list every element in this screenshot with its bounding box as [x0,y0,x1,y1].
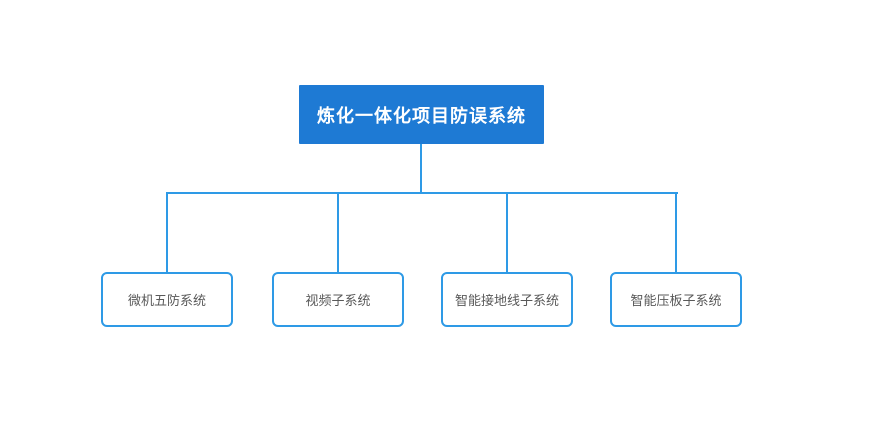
child-node-3[interactable]: 智能接地线子系统 [441,272,573,327]
child-node-4[interactable]: 智能压板子系统 [610,272,742,327]
connector-drop-3 [506,192,508,272]
root-node[interactable]: 炼化一体化项目防误系统 [299,85,544,144]
child-node-label: 智能压板子系统 [630,293,722,308]
child-node-label: 视频子系统 [305,293,371,308]
child-node-1[interactable]: 微机五防系统 [101,272,233,327]
child-node-2[interactable]: 视频子系统 [272,272,404,327]
child-node-label: 微机五防系统 [127,293,206,308]
connector-root-stem [420,144,422,194]
connector-drop-1 [166,192,168,272]
root-node-label: 炼化一体化项目防误系统 [317,105,526,126]
connector-horizontal-bus [166,192,678,194]
connector-drop-4 [675,192,677,272]
connector-drop-2 [337,192,339,272]
child-node-label: 智能接地线子系统 [454,293,559,308]
